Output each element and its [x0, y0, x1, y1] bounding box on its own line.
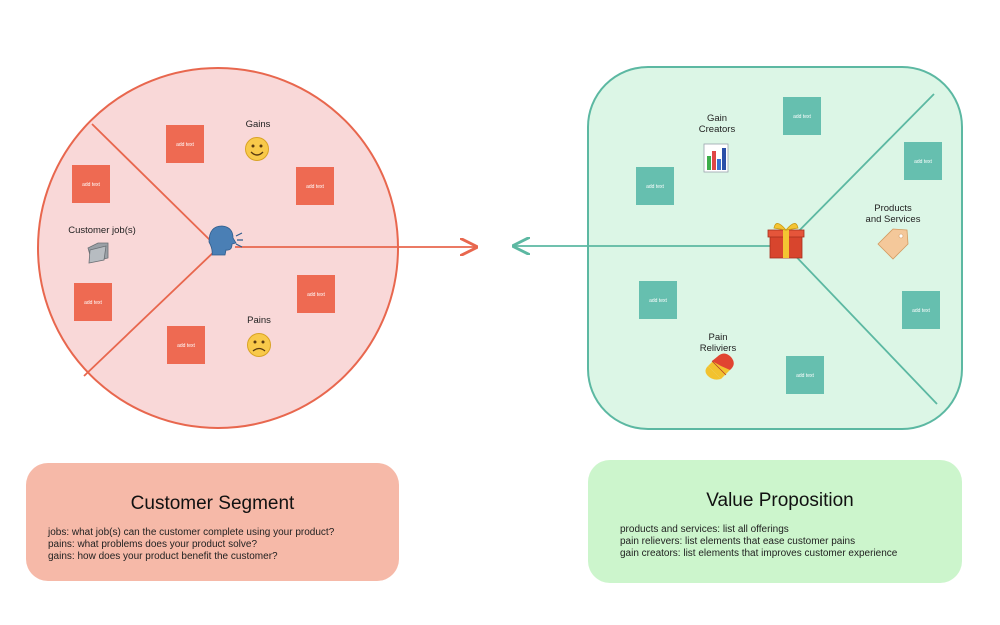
- svg-text:add text: add text: [307, 292, 325, 298]
- svg-text:add text: add text: [177, 343, 195, 349]
- frowning-face-icon: [247, 333, 271, 357]
- gain-creators-label-line1: Gain: [707, 113, 727, 124]
- folder-icon: [87, 242, 109, 264]
- customer-segment-card: Customer Segment jobs: what job(s) can t…: [26, 463, 399, 581]
- sticky-note[interactable]: add text: [297, 275, 335, 313]
- products-services-label-line2: and Services: [866, 214, 921, 225]
- svg-text:add text: add text: [646, 184, 664, 190]
- customer-segment-title: Customer Segment: [130, 493, 295, 514]
- sticky-note[interactable]: add text: [167, 326, 205, 364]
- sticky-note[interactable]: add text: [902, 291, 940, 329]
- divider-gain-products: [784, 93, 935, 246]
- value-proposition-line-products: products and services: list all offering…: [620, 524, 789, 535]
- customer-segment-line-jobs: jobs: what job(s) can the customer compl…: [48, 527, 335, 538]
- bar-chart-icon: [703, 143, 729, 173]
- price-tag-icon: [877, 228, 909, 260]
- customer-sticky-notes: add text add text add text add text add …: [72, 125, 335, 364]
- svg-text:add text: add text: [796, 373, 814, 379]
- value-proposition-title: Value Proposition: [706, 490, 854, 511]
- sticky-note[interactable]: add text: [636, 167, 674, 205]
- gift-icon: [767, 223, 805, 259]
- svg-text:add text: add text: [649, 298, 667, 304]
- products-services-label-line1: Products: [874, 203, 912, 214]
- svg-text:add text: add text: [84, 300, 102, 306]
- sticky-note[interactable]: add text: [904, 142, 942, 180]
- svg-text:add text: add text: [912, 308, 930, 314]
- pain-relievers-label-line1: Pain: [708, 332, 727, 343]
- svg-text:add text: add text: [176, 142, 194, 148]
- svg-text:add text: add text: [306, 184, 324, 190]
- customer-jobs-label: Customer job(s): [68, 225, 136, 236]
- svg-text:add text: add text: [793, 114, 811, 120]
- sticky-note[interactable]: add text: [72, 165, 110, 203]
- svg-text:add text: add text: [82, 182, 100, 188]
- value-sticky-notes: add text add text add text add text add …: [636, 97, 942, 394]
- customer-segment-line-gains: gains: how does your product benefit the…: [48, 551, 278, 562]
- gain-creators-label-line2: Creators: [699, 124, 736, 135]
- value-proposition-line-pain-relievers: pain relievers: list elements that ease …: [620, 536, 856, 547]
- sticky-note[interactable]: add text: [296, 167, 334, 205]
- value-proposition-card: Value Proposition products and services:…: [588, 460, 962, 583]
- divider-products-pain: [784, 244, 938, 405]
- smiling-face-icon: [245, 137, 269, 161]
- sticky-note[interactable]: add text: [74, 283, 112, 321]
- divider-jobs-pains: [83, 247, 219, 377]
- value-proposition-line-gain-creators: gain creators: list elements that improv…: [620, 548, 898, 559]
- gains-label: Gains: [246, 119, 271, 130]
- pains-label: Pains: [247, 315, 271, 326]
- sticky-note[interactable]: add text: [166, 125, 204, 163]
- sticky-note[interactable]: add text: [639, 281, 677, 319]
- divider-jobs-gains: [91, 123, 219, 249]
- pill-icon: [705, 353, 734, 380]
- customer-segment-line-pains: pains: what problems does your product s…: [48, 539, 258, 550]
- svg-text:add text: add text: [914, 159, 932, 165]
- pain-relievers-label-line2: Reliviers: [700, 343, 737, 354]
- speaking-head-icon: [208, 225, 243, 256]
- sticky-note[interactable]: add text: [783, 97, 821, 135]
- sticky-note[interactable]: add text: [786, 356, 824, 394]
